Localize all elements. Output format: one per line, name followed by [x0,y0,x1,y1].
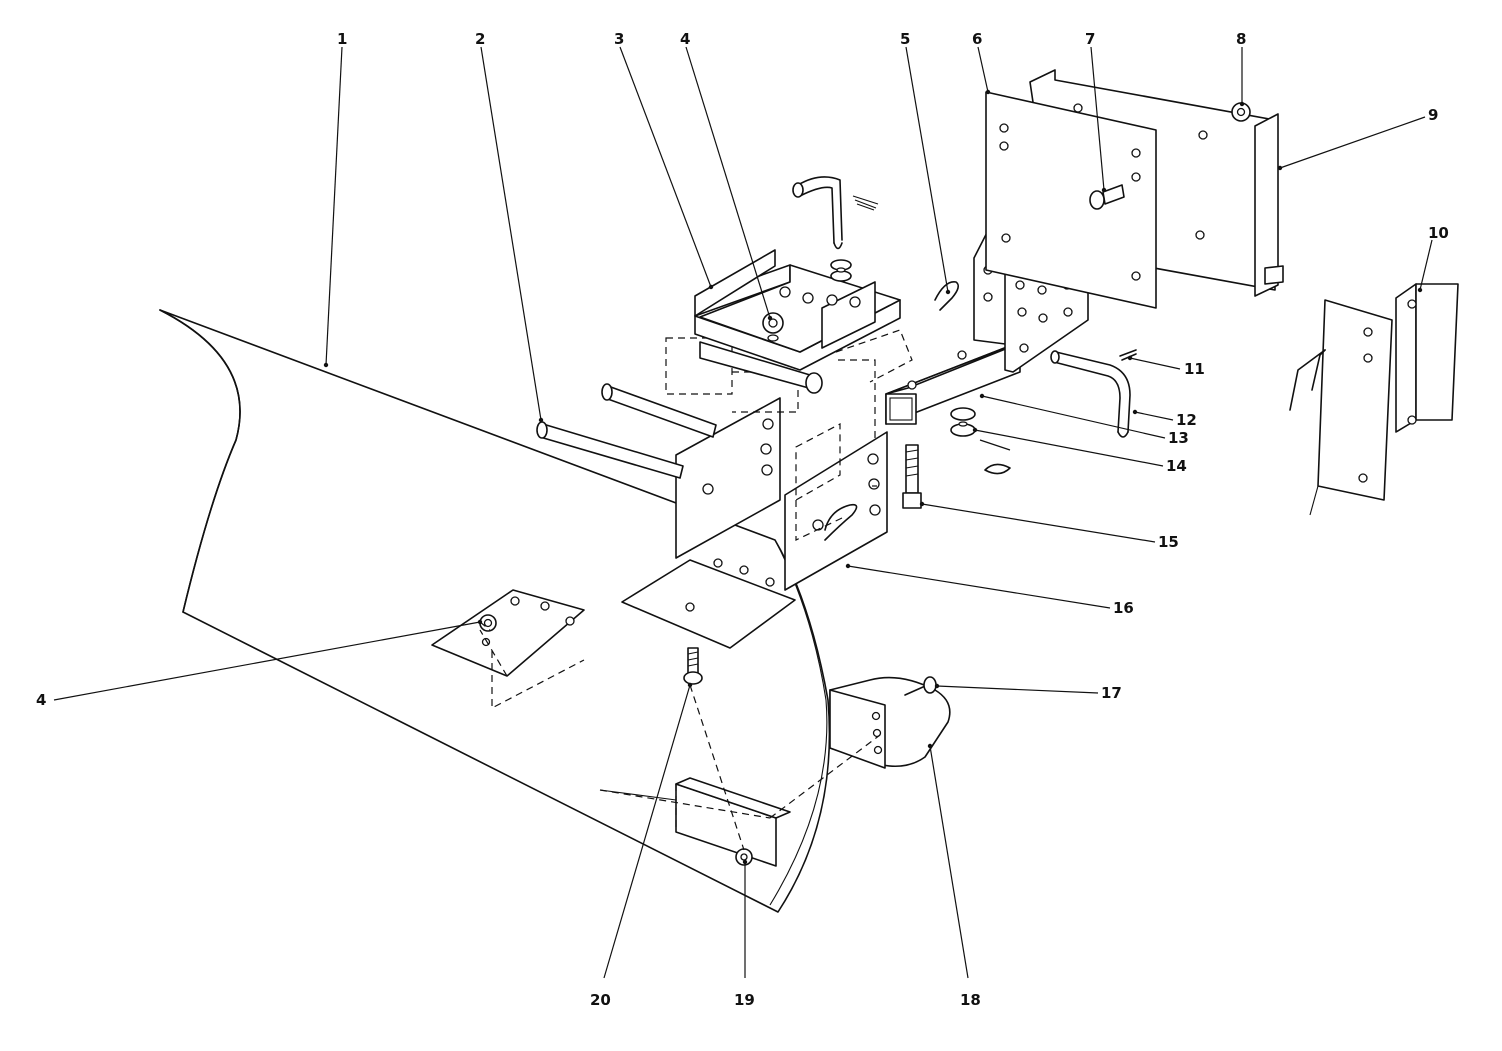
washers-13-14 [950,407,976,437]
label-4-left: 4 [36,691,46,709]
skid-bracket-block [675,777,791,867]
label-20: 20 [590,991,611,1009]
label-10: 10 [1428,224,1449,242]
hairpin-clip [824,503,858,541]
label-19: 19 [734,991,755,1009]
small-pivot-plate [431,589,585,677]
bolt-20 [683,647,703,685]
bolt-17 [923,676,937,694]
hitch-tube [885,335,1039,425]
spring-clip-5 [934,281,960,311]
pivot-pin-2 [536,383,717,479]
label-13: 13 [1168,429,1189,447]
nut-8 [1231,102,1251,122]
label-6: 6 [972,30,982,48]
label-7: 7 [1085,30,1095,48]
label-14: 14 [1166,457,1187,475]
label-8: 8 [1236,30,1246,48]
bolt-15 [902,444,922,509]
angle-bracket-10 [1289,283,1459,516]
bolt-7 [1089,184,1125,210]
label-2: 2 [475,30,485,48]
leader-lines [53,46,1433,979]
label-18: 18 [960,991,981,1009]
label-12: 12 [1176,411,1197,429]
label-5: 5 [900,30,910,48]
label-1: 1 [337,30,347,48]
mount-base-plate [621,558,796,649]
callout-labels: 1 2 3 4 5 6 7 8 9 10 11 12 13 14 15 16 4… [36,30,1449,1009]
label-9: 9 [1428,106,1438,124]
label-17: 17 [1101,684,1122,702]
label-4-top: 4 [680,30,690,48]
clip-pin [984,463,1011,475]
handle-pin [792,176,879,282]
saddle-bracket-3 [665,249,913,440]
mount-plate-6 [985,91,1157,309]
label-16: 16 [1113,599,1134,617]
label-3: 3 [614,30,624,48]
lock-pin-12 [1050,349,1137,438]
skid-shoe-part [829,676,951,769]
label-11: 11 [1184,360,1205,378]
label-15: 15 [1158,533,1179,551]
